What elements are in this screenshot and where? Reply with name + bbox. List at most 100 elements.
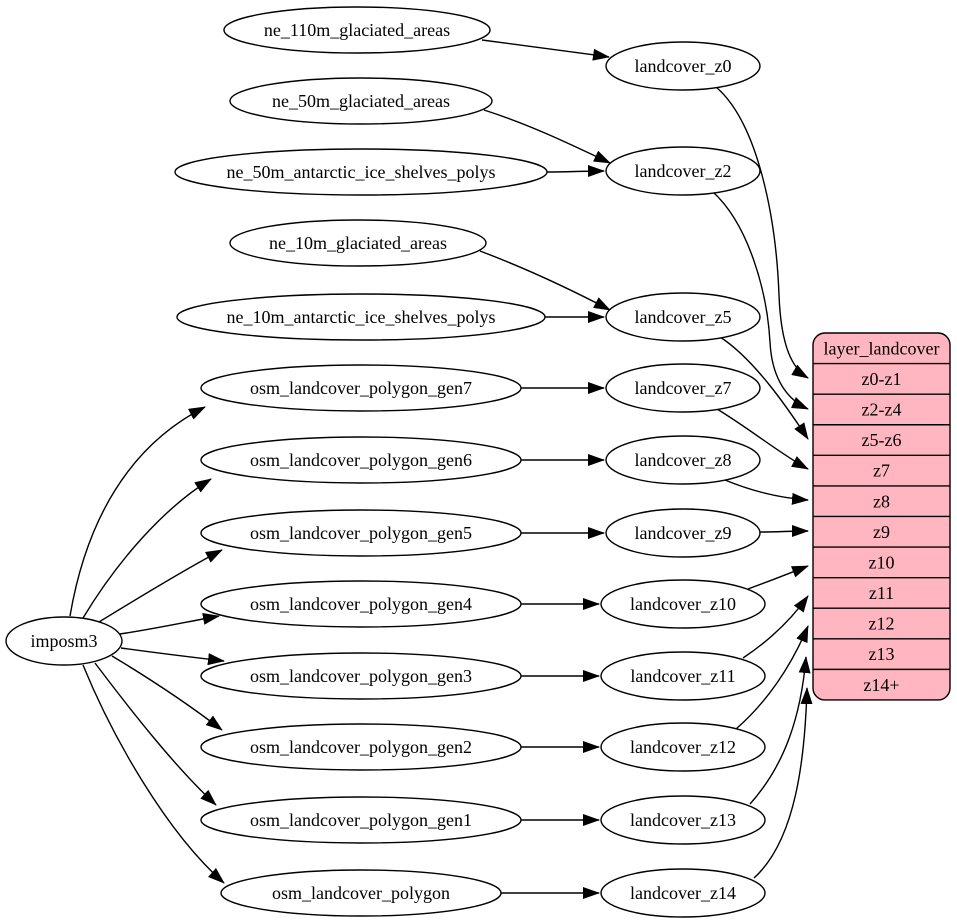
node-label-landcover_z5: landcover_z5 [635,307,732,327]
node-osm_landcover_polygon: osm_landcover_polygon [220,869,502,917]
node-label-landcover_z14: landcover_z14 [630,883,736,903]
node-shape-ne_50m_glaciated_areas [229,77,493,125]
node-label-ne_110m_glaciated_areas: ne_110m_glaciated_areas [264,20,450,40]
edges-layer [69,39,813,899]
node-osm_landcover_polygon_gen3: osm_landcover_polygon_gen3 [200,652,522,700]
node-shape-landcover_z5 [605,292,761,342]
node-label-osm_landcover_polygon_gen3: osm_landcover_polygon_gen3 [250,666,472,686]
node-label-ne_10m_glaciated_areas: ne_10m_glaciated_areas [269,233,447,253]
node-shape-osm_landcover_polygon_gen6 [200,436,522,484]
node-landcover_z9: landcover_z9 [605,508,761,558]
node-shape-osm_landcover_polygon_gen1 [200,796,522,844]
node-imposm3: imposm3 [5,616,123,666]
node-label-landcover_z0: landcover_z0 [635,56,732,76]
node-landcover_z2: landcover_z2 [605,146,761,196]
node-osm_landcover_polygon_gen2: osm_landcover_polygon_gen2 [200,723,522,771]
edge-landcover_z7-to-layer_landcover.z7 [716,408,809,470]
node-shape-landcover_z10 [600,579,766,629]
node-osm_landcover_polygon_gen6: osm_landcover_polygon_gen6 [200,436,522,484]
edge-landcover_z2-to-layer_landcover.z2-z4 [712,191,809,410]
table-row-label-z14+: z14+ [863,675,899,695]
node-shape-osm_landcover_polygon [220,869,502,917]
node-landcover_z0: landcover_z0 [605,41,761,91]
edge-imposm3-to-osm_landcover_polygon_gen4 [119,612,220,635]
node-shape-osm_landcover_polygon_gen4 [200,580,522,628]
node-ne_50m_glaciated_areas: ne_50m_glaciated_areas [229,77,493,125]
table-row-label-z0-z1: z0-z1 [862,369,902,389]
node-shape-landcover_z13 [600,795,766,845]
node-label-osm_landcover_polygon_gen2: osm_landcover_polygon_gen2 [250,737,472,757]
node-shape-landcover_z7 [605,363,761,413]
edge-ne_50m_antarctic_ice_shelves_polys-to-landcover_z2 [546,165,605,178]
edge-landcover_z8-to-layer_landcover.z8 [724,479,809,505]
node-ne_10m_antarctic_ice_shelves_polys: ne_10m_antarctic_ice_shelves_polys [176,293,546,341]
node-shape-ne_50m_antarctic_ice_shelves_polys [174,148,548,196]
node-label-ne_50m_antarctic_ice_shelves_polys: ne_50m_antarctic_ice_shelves_polys [227,162,496,182]
node-landcover_z8: landcover_z8 [605,435,761,485]
node-label-landcover_z7: landcover_z7 [635,378,732,398]
table-row-label-z10: z10 [869,552,895,572]
node-landcover_z13: landcover_z13 [600,795,766,845]
node-shape-landcover_z0 [605,41,761,91]
node-shape-osm_landcover_polygon_gen7 [200,364,522,412]
table-header-layer_landcover: layer_landcover [824,338,940,358]
node-osm_landcover_polygon_gen7: osm_landcover_polygon_gen7 [200,364,522,412]
node-shape-ne_10m_antarctic_ice_shelves_polys [176,293,546,341]
edge-ne_10m_glaciated_areas-to-landcover_z5 [479,250,611,311]
node-shape-osm_landcover_polygon_gen3 [200,652,522,700]
edge-landcover_z5-to-layer_landcover.z5-z6 [719,336,809,440]
node-shape-landcover_z14 [600,868,766,918]
edge-landcover_z12-to-layer_landcover.z12 [735,625,809,730]
node-landcover_z11: landcover_z11 [600,651,766,701]
edge-landcover_z10-to-layer_landcover.z10 [747,565,809,590]
node-label-landcover_z13: landcover_z13 [630,810,736,830]
node-osm_landcover_polygon_gen5: osm_landcover_polygon_gen5 [200,509,522,557]
table-row-label-z7: z7 [873,461,890,481]
table-row-label-z8: z8 [873,491,890,511]
edge-landcover_z11-to-layer_landcover.z11 [742,595,809,659]
node-label-landcover_z12: landcover_z12 [630,737,736,757]
edge-imposm3-to-osm_landcover_polygon_gen6 [82,478,212,619]
node-shape-osm_landcover_polygon_gen2 [200,723,522,771]
node-label-osm_landcover_polygon_gen7: osm_landcover_polygon_gen7 [250,378,472,398]
table-row-label-z13: z13 [869,644,895,664]
node-shape-landcover_z11 [600,651,766,701]
edge-imposm3-to-osm_landcover_polygon [82,664,225,884]
node-label-landcover_z9: landcover_z9 [635,523,732,543]
node-osm_landcover_polygon_gen4: osm_landcover_polygon_gen4 [200,580,522,628]
node-osm_landcover_polygon_gen1: osm_landcover_polygon_gen1 [200,796,522,844]
node-label-landcover_z10: landcover_z10 [630,594,736,614]
node-label-ne_50m_glaciated_areas: ne_50m_glaciated_areas [272,91,450,111]
node-landcover_z10: landcover_z10 [600,579,766,629]
node-ne_50m_antarctic_ice_shelves_polys: ne_50m_antarctic_ice_shelves_polys [174,148,548,196]
node-label-landcover_z11: landcover_z11 [630,666,735,686]
table-row-label-z2-z4: z2-z4 [862,400,902,420]
edge-landcover_z0-to-layer_landcover.z0-z1 [715,86,809,379]
table-row-label-z11: z11 [869,583,894,603]
node-shape-osm_landcover_polygon_gen5 [200,509,522,557]
node-label-ne_10m_antarctic_ice_shelves_polys: ne_10m_antarctic_ice_shelves_polys [227,307,496,327]
edge-ne_110m_glaciated_areas-to-landcover_z0 [481,39,610,61]
node-label-osm_landcover_polygon: osm_landcover_polygon [272,883,450,903]
edge-landcover_z9-to-layer_landcover.z9 [759,525,809,538]
edge-imposm3-to-osm_landcover_polygon_gen5 [98,549,223,623]
edge-landcover_z13-to-layer_landcover.z13 [749,656,811,805]
table-row-label-z12: z12 [869,614,895,634]
node-landcover_z12: landcover_z12 [600,722,766,772]
node-label-imposm3: imposm3 [30,631,97,651]
node-label-osm_landcover_polygon_gen1: osm_landcover_polygon_gen1 [250,810,472,830]
node-landcover_z7: landcover_z7 [605,363,761,413]
table-row-label-z5-z6: z5-z6 [862,430,902,450]
node-label-osm_landcover_polygon_gen6: osm_landcover_polygon_gen6 [250,450,472,470]
node-shape-landcover_z12 [600,722,766,772]
node-landcover_z5: landcover_z5 [605,292,761,342]
edge-imposm3-to-osm_landcover_polygon_gen2 [111,655,223,731]
node-shape-ne_110m_glaciated_areas [223,6,491,54]
edge-imposm3-to-osm_landcover_polygon_gen7 [69,406,206,617]
table-row-label-z9: z9 [873,522,890,542]
table-layer_landcover: layer_landcover z0-z1 z2-z4 z5-z6 z7 z8 z9 z10 z… [812,332,951,701]
node-shape-landcover_z9 [605,508,761,558]
edge-ne_50m_glaciated_areas-to-landcover_z2 [483,109,611,164]
